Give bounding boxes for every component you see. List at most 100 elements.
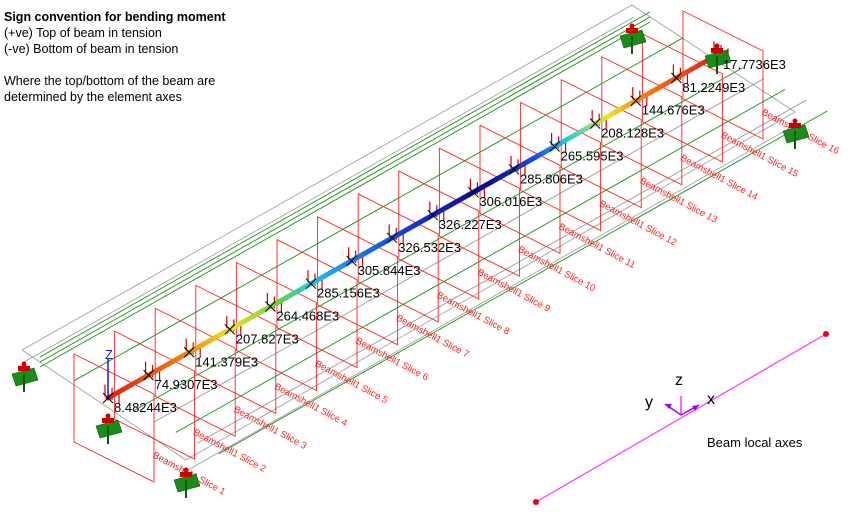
moment-value: 207.827E3 xyxy=(236,331,299,346)
stringer-line xyxy=(39,21,651,368)
frame-rail xyxy=(185,111,796,461)
sign-convention-legend: Sign convention for bending moment (+ve)… xyxy=(4,9,324,105)
frame-rail xyxy=(23,16,635,363)
slice-plane xyxy=(195,284,277,415)
moment-value: 326.227E3 xyxy=(439,217,502,232)
stringer-line xyxy=(175,89,786,433)
slice-plane xyxy=(114,330,196,460)
support-pin xyxy=(102,418,114,423)
moment-value: 306.016E3 xyxy=(479,194,542,209)
support-pin xyxy=(18,366,30,371)
support-node xyxy=(183,467,189,473)
moment-value: 208.128E3 xyxy=(601,126,664,141)
axis-start-point xyxy=(533,499,539,505)
slice-plane xyxy=(682,10,764,140)
slice-label: Beamshell1 Slice 8 xyxy=(435,290,512,338)
moment-labels: 8.48244E3 74.9307E3 141.379E3 207.827E3 264.… xyxy=(114,57,786,415)
moment-value: 326.532E3 xyxy=(398,240,461,255)
slice-plane xyxy=(520,101,602,232)
legend-positive: (+ve) Top of beam in tension xyxy=(4,26,162,40)
frame-rail xyxy=(21,4,633,351)
stringer-line xyxy=(218,110,828,455)
node-marker xyxy=(346,255,357,267)
moment-value: 81.2249E3 xyxy=(682,80,745,95)
stringer-line xyxy=(197,99,807,444)
support-node xyxy=(105,413,111,419)
local-x-arrowhead xyxy=(692,405,699,411)
node-marker xyxy=(671,72,682,84)
node-marker xyxy=(549,141,560,152)
stringer-line xyxy=(39,16,651,363)
slice-plane xyxy=(357,193,439,323)
slice-label: Beamshell1 Slice 9 xyxy=(475,267,552,315)
node-marker xyxy=(508,163,520,175)
moment-value: 285.806E3 xyxy=(520,171,583,186)
slice-plane xyxy=(73,353,155,483)
support-node xyxy=(792,118,798,124)
slice-plane xyxy=(438,147,520,277)
beam-moment-line xyxy=(102,49,723,404)
support-icon xyxy=(173,467,201,498)
support-node xyxy=(714,43,720,49)
support-icon xyxy=(704,43,732,74)
support-icon xyxy=(619,23,647,54)
support-icon xyxy=(782,118,810,149)
moment-value: 264.468E3 xyxy=(276,309,339,324)
stringer-line xyxy=(73,37,684,382)
node-marker xyxy=(224,324,236,335)
slice-plane xyxy=(601,56,683,186)
slice-plane xyxy=(235,261,317,392)
beam-line xyxy=(105,52,720,401)
node-marker xyxy=(589,118,601,129)
support-icon xyxy=(11,361,39,392)
slice-plane xyxy=(398,170,480,300)
support-pin xyxy=(711,48,723,53)
support-pin xyxy=(180,472,192,477)
slice-plane xyxy=(317,216,399,346)
moment-value: 265.595E3 xyxy=(561,148,624,163)
axis-end-point xyxy=(823,331,829,337)
node-marker xyxy=(468,186,479,198)
slice-label: Beamshell1 Slice 3 xyxy=(232,404,309,452)
node-marker xyxy=(183,346,195,358)
local-axes-panel: z y x Beam local axes xyxy=(533,331,829,505)
support-pin xyxy=(626,28,638,33)
moment-value: 8.48244E3 xyxy=(114,400,177,415)
node-marker xyxy=(427,209,439,221)
support-node xyxy=(21,361,27,367)
legend-negative: (-ve) Bottom of beam in tension xyxy=(4,42,179,56)
local-y-label: y xyxy=(645,394,653,411)
moment-value: 285.156E3 xyxy=(317,286,380,301)
slice-label: Beamshell1 Slice 7 xyxy=(394,313,471,361)
slice-plane xyxy=(641,33,723,163)
moment-value: 305.844E3 xyxy=(358,263,421,278)
global-z-label: Z xyxy=(105,347,113,362)
local-x-label: x xyxy=(707,391,715,408)
legend-note-2: determined by the element axes xyxy=(4,90,182,104)
supports xyxy=(11,23,810,498)
slice-plane xyxy=(276,238,358,369)
node-marker xyxy=(305,278,317,290)
moment-value: 74.9307E3 xyxy=(155,377,218,392)
local-y-arrowhead xyxy=(665,404,672,409)
stiffener-lines xyxy=(39,11,828,455)
support-node xyxy=(629,23,635,29)
moment-value: 144.676E3 xyxy=(642,103,705,118)
stringer-line xyxy=(39,11,651,358)
slice-plane xyxy=(560,78,642,209)
frame-rail xyxy=(187,123,798,471)
slice-plane xyxy=(154,307,236,437)
local-z-label: z xyxy=(675,372,683,389)
local-axes-caption: Beam local axes xyxy=(707,435,803,450)
global-axis: Z xyxy=(105,347,113,398)
node-marker xyxy=(265,301,276,312)
moment-value: 141.379E3 xyxy=(195,354,258,369)
legend-note-1: Where the top/bottom of the beam are xyxy=(4,74,216,88)
support-pin xyxy=(789,123,801,128)
moment-value: 17.7736E3 xyxy=(723,57,786,72)
node-marker xyxy=(630,95,642,107)
node-marker xyxy=(143,369,154,381)
legend-title: Sign convention for bending moment xyxy=(4,10,226,24)
beam-axis-line xyxy=(535,333,827,503)
